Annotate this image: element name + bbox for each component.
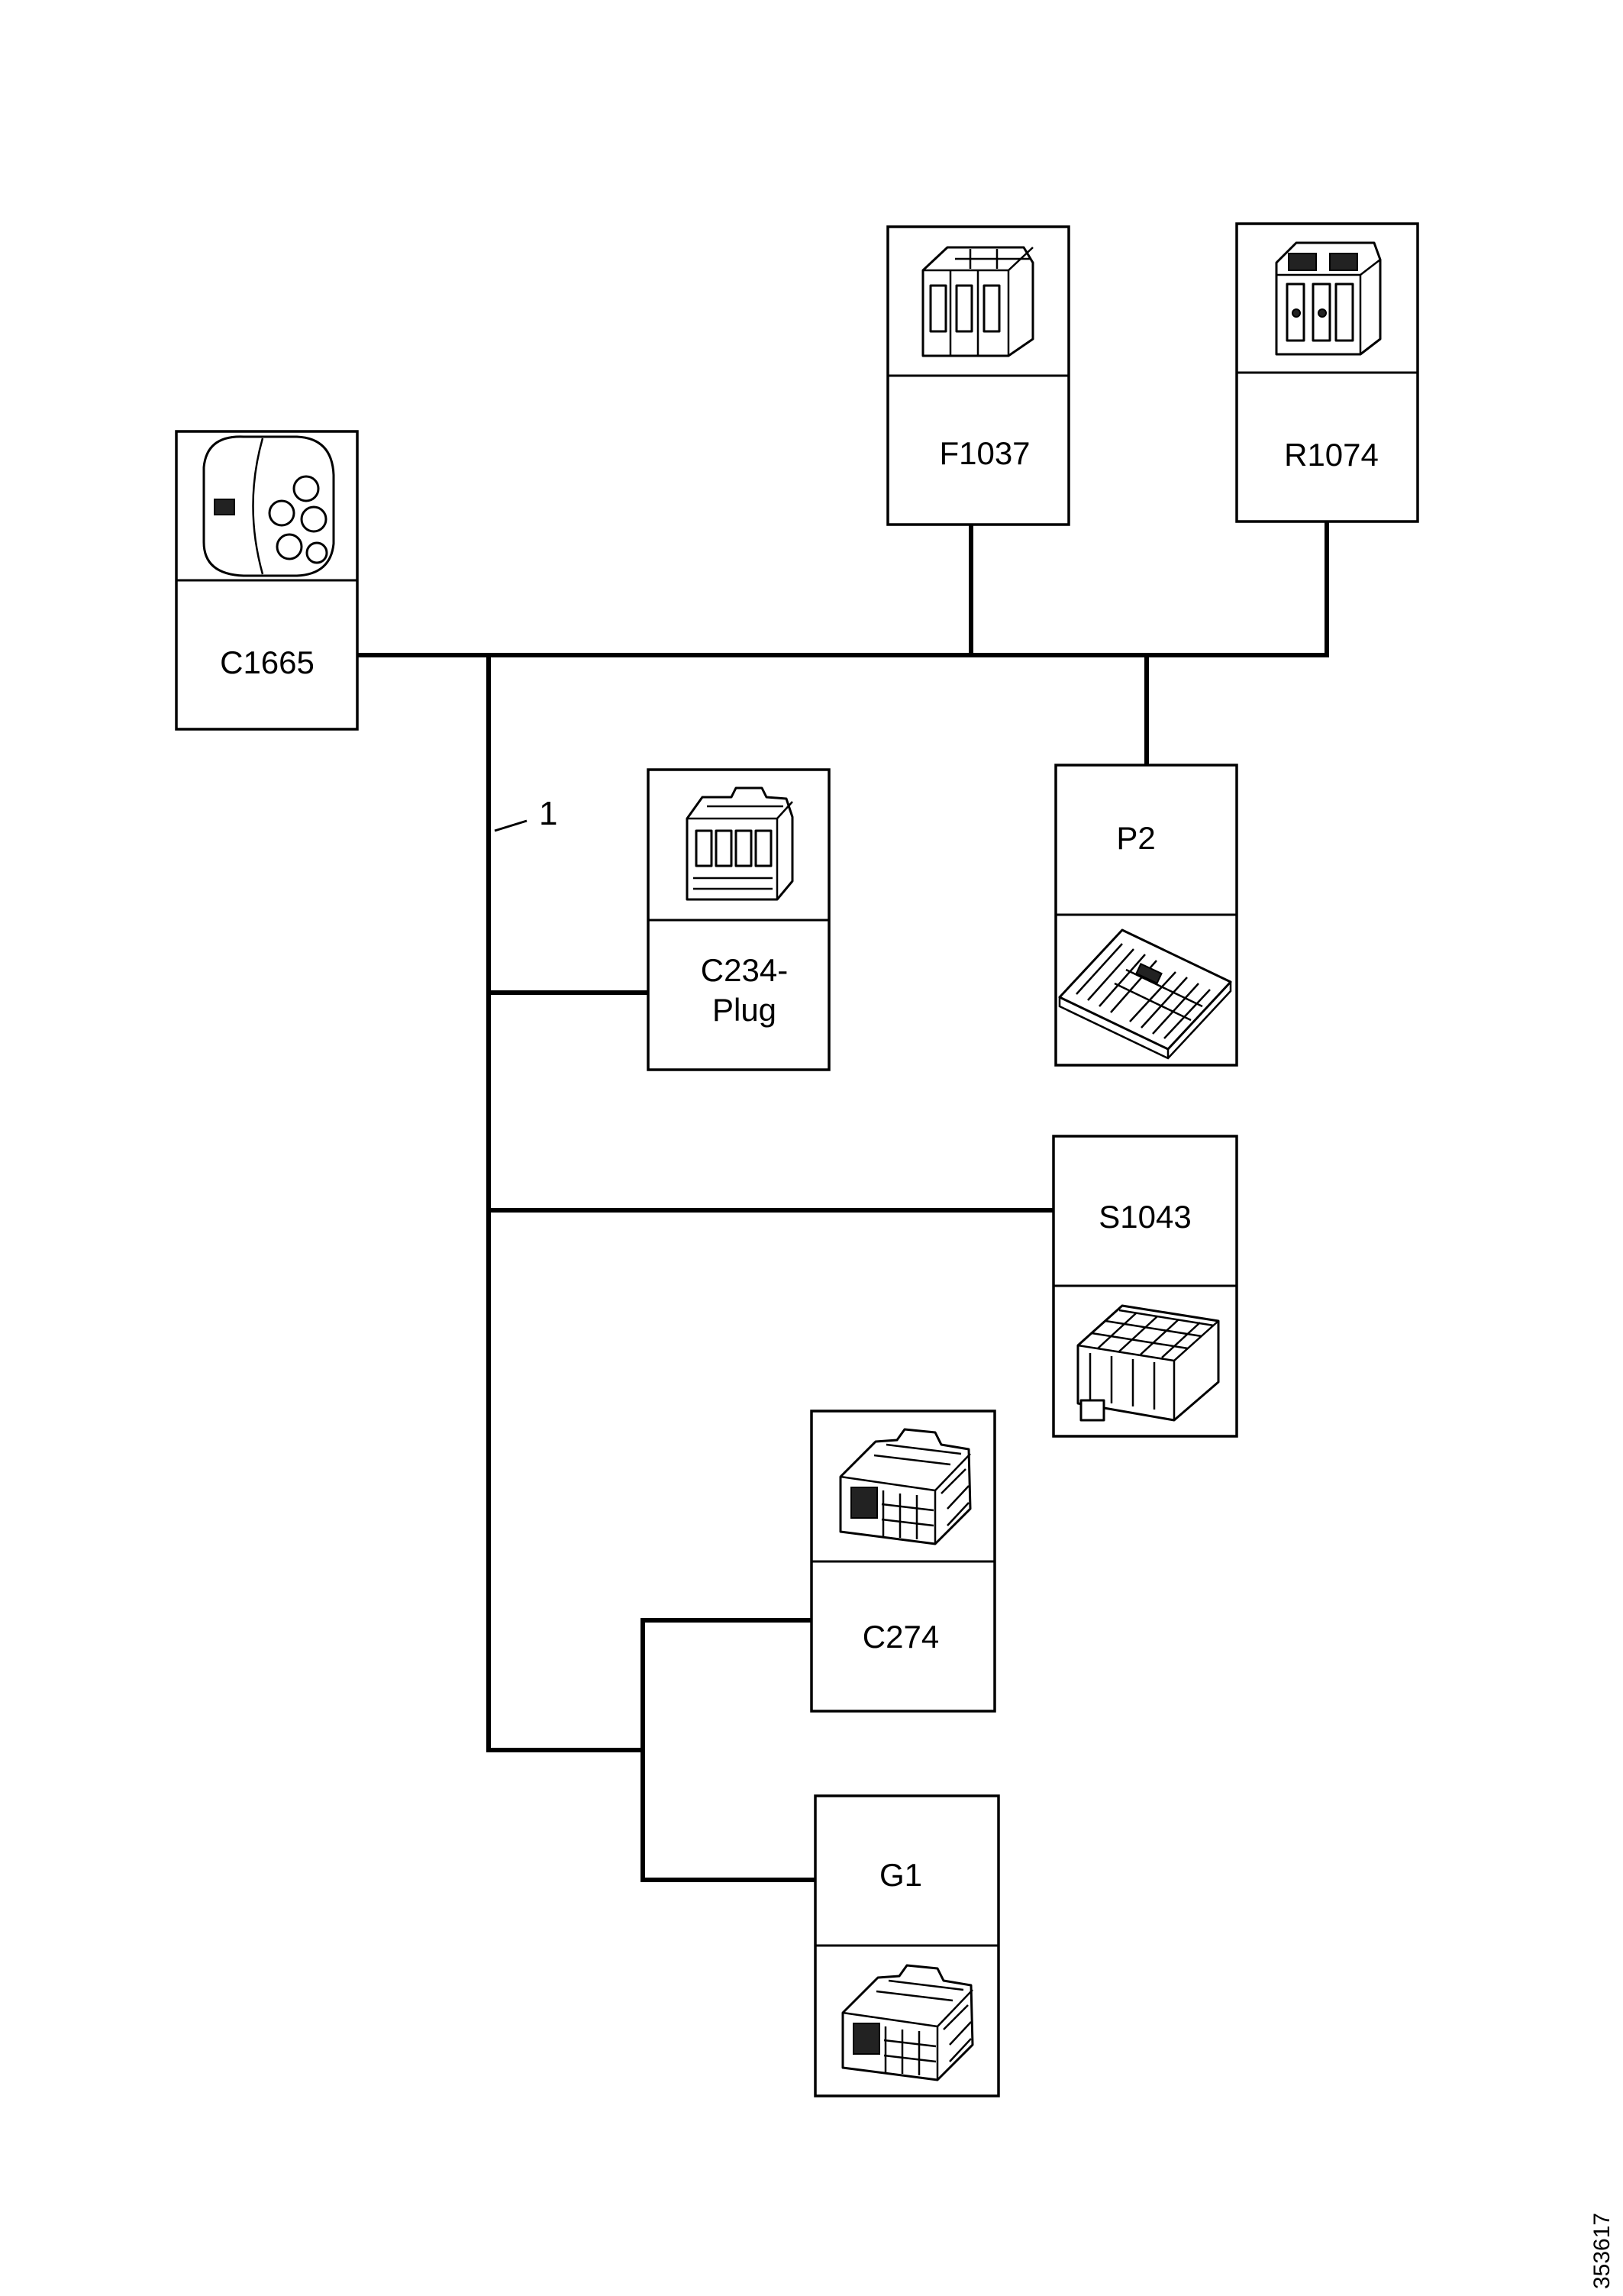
connector-label: C1665 — [220, 644, 315, 680]
connector-label: R1074 — [1284, 437, 1379, 473]
fuse-block-connector-icon — [921, 246, 1034, 357]
multi-pin-connector-icon — [839, 1428, 972, 1545]
connector-c274[interactable]: C274 — [810, 1410, 996, 1713]
connector-s1043[interactable]: S1043 — [1052, 1135, 1238, 1438]
connector-c1665[interactable]: C1665 — [175, 430, 359, 731]
multi-pin-connector-icon — [1076, 1304, 1220, 1422]
multi-pin-connector-icon — [841, 1964, 974, 2081]
connector-label-line2: Plug — [712, 992, 776, 1028]
plug-connector-icon — [686, 786, 794, 901]
connector-label-line1: C234- — [701, 952, 788, 988]
round-connector-icon — [202, 435, 335, 577]
connector-g1[interactable]: G1 — [814, 1794, 1000, 2097]
connector-label: G1 — [879, 1857, 922, 1893]
connector-label: F1037 — [939, 435, 1030, 471]
connector-p2[interactable]: P2 — [1054, 764, 1238, 1067]
connector-f1037[interactable]: F1037 — [886, 225, 1070, 526]
connector-label: C274 — [863, 1619, 939, 1655]
wire-callout-number: 1 — [539, 795, 557, 832]
document-id: 353617 — [1589, 2213, 1615, 2289]
wire-harness — [355, 519, 1329, 1882]
relay-connector-icon — [1275, 241, 1382, 356]
connector-label: P2 — [1116, 820, 1155, 856]
connector-c234-plug[interactable]: C234- Plug — [647, 768, 831, 1071]
callout-leader-line — [494, 819, 528, 832]
connector-label: S1043 — [1099, 1199, 1191, 1235]
circuit-board-icon — [1058, 928, 1232, 1060]
connector-r1074[interactable]: R1074 — [1235, 222, 1419, 523]
